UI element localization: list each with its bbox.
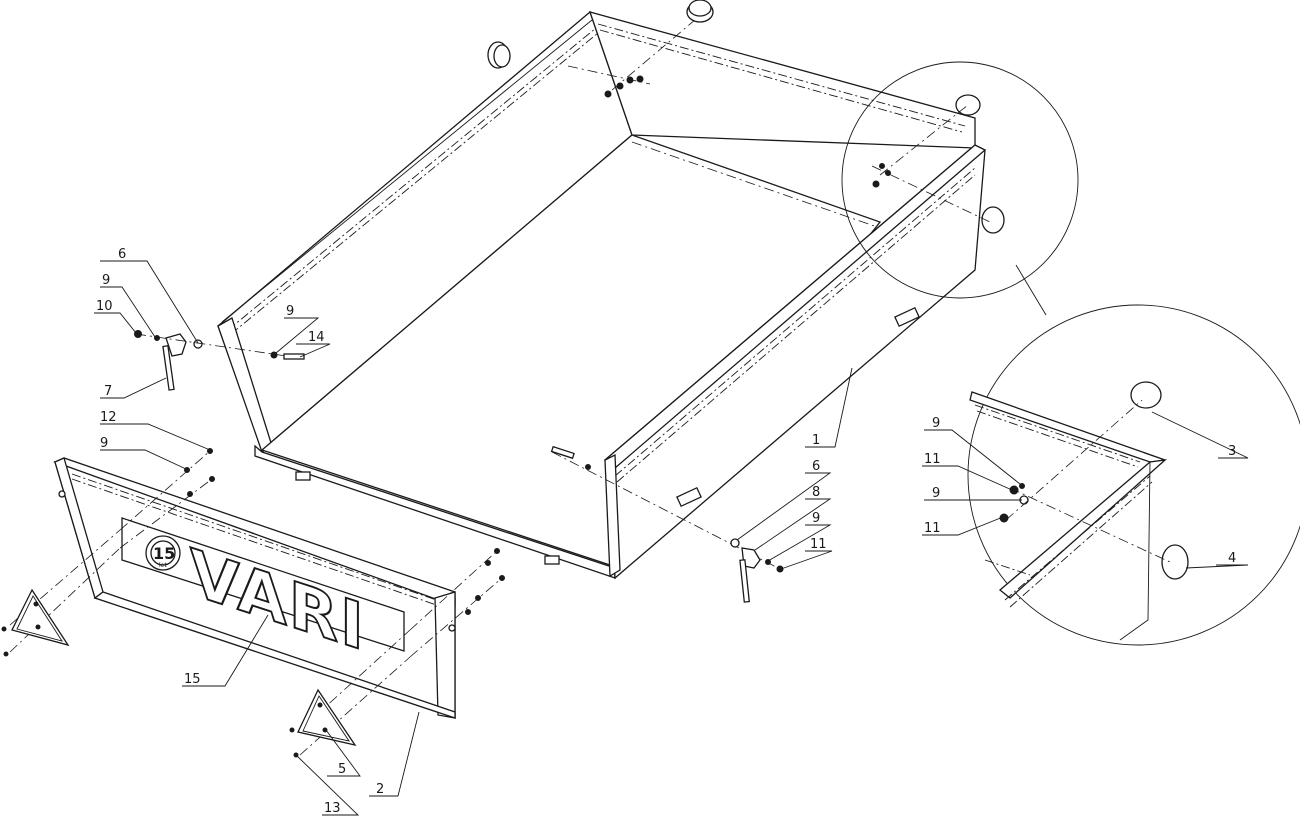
callout-1: 1 [812,433,820,448]
right-front-post [604,453,621,578]
callout-labels: 6 9 10 7 9 14 12 9 15 5 13 2 1 6 8 9 11 … [96,247,1236,816]
tailgate-bottom-rail [93,591,456,719]
reflector-triangle-left [1,588,70,657]
callout-9-detail-top: 9 [932,416,940,431]
callout-4: 4 [1228,551,1236,566]
tailgate-right-post [434,591,456,719]
callout-5: 5 [338,762,346,777]
callout-11-detail-bottom: 11 [924,521,941,536]
rubber-stopper-top-left [487,41,511,69]
detail-top-rail-side [998,459,1168,599]
callout-11-right: 11 [810,537,827,552]
callout-9-detail-mid: 9 [932,486,940,501]
tailgate-fasteners [9,448,505,756]
locking-lever-right [739,559,750,603]
box-floor [260,134,882,566]
callout-9-left: 9 [102,273,110,288]
locking-lever-left [162,345,175,391]
callout-9-right: 9 [812,511,820,526]
callout-11-left: 10 [96,299,113,314]
callout-9-pin: 9 [286,304,294,319]
callout-15: 15 [184,672,201,687]
detail-stopper-top [1130,381,1162,409]
callout-3: 3 [1228,444,1236,459]
callout-13: 13 [324,801,341,816]
pin-left [283,353,305,360]
back-wall [588,11,976,149]
hook-front-left [295,471,311,481]
callout-2: 2 [376,782,384,797]
right-hinge-assembly [550,445,784,603]
callout-6-hinge-right: 6 [812,459,820,474]
rear-bolts-cluster [567,13,703,98]
callout-6-hinge-left: 6 [118,247,126,262]
hook-side-1 [676,486,702,508]
detail-circle-source [841,61,1079,316]
hook-side-2 [894,306,920,328]
callout-14: 14 [308,330,325,345]
left-hinge-assembly [134,330,305,391]
badge-number: 15 [153,544,175,563]
detail-circle-enlarged [967,304,1300,646]
callout-12: 12 [100,410,117,425]
callout-8: 8 [812,485,820,500]
reflector-triangle-right [289,688,357,758]
rubber-stopper-top-right [686,0,714,23]
callout-11-detail-top: 11 [924,452,941,467]
badge-sub-text: let [159,562,167,569]
callout-7: 7 [104,384,112,399]
callout-leaders [94,260,1249,816]
callout-10: 9 [100,436,108,451]
trailer-box-body [217,10,987,580]
pin-right [550,445,575,460]
detail-stopper-side [1161,544,1189,580]
hook-front-right [544,555,560,565]
